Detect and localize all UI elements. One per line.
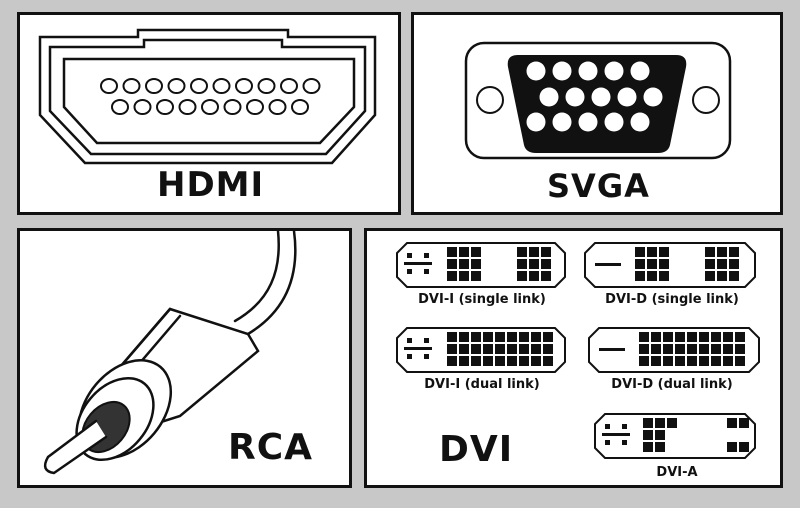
dvi-i-single-label: DVI-I (single link)	[418, 292, 546, 307]
rca-panel: RCA	[17, 228, 352, 488]
dvi-i-dual-label: DVI-I (dual link)	[424, 377, 540, 392]
rca-plug-drawing	[43, 231, 297, 475]
svga-label: SVGA	[547, 167, 650, 205]
hdmi-label: HDMI	[157, 165, 265, 205]
dvi-a-label: DVI-A	[656, 465, 698, 480]
dvi-d-single-label: DVI-D (single link)	[605, 292, 739, 307]
svga-panel: SVGA	[411, 12, 783, 215]
dvi-d-dual-label: DVI-D (dual link)	[611, 377, 733, 392]
dvi-connectors-drawing	[396, 242, 760, 459]
hdmi-panel: HDMI	[17, 12, 401, 215]
dvi-label: DVI	[439, 429, 514, 470]
rca-label: RCA	[228, 427, 314, 468]
dvi-panel: DVI-I (single link) DVI-D (single link) …	[364, 228, 783, 488]
hdmi-port-drawing	[38, 28, 377, 165]
svga-port-drawing	[464, 41, 732, 160]
